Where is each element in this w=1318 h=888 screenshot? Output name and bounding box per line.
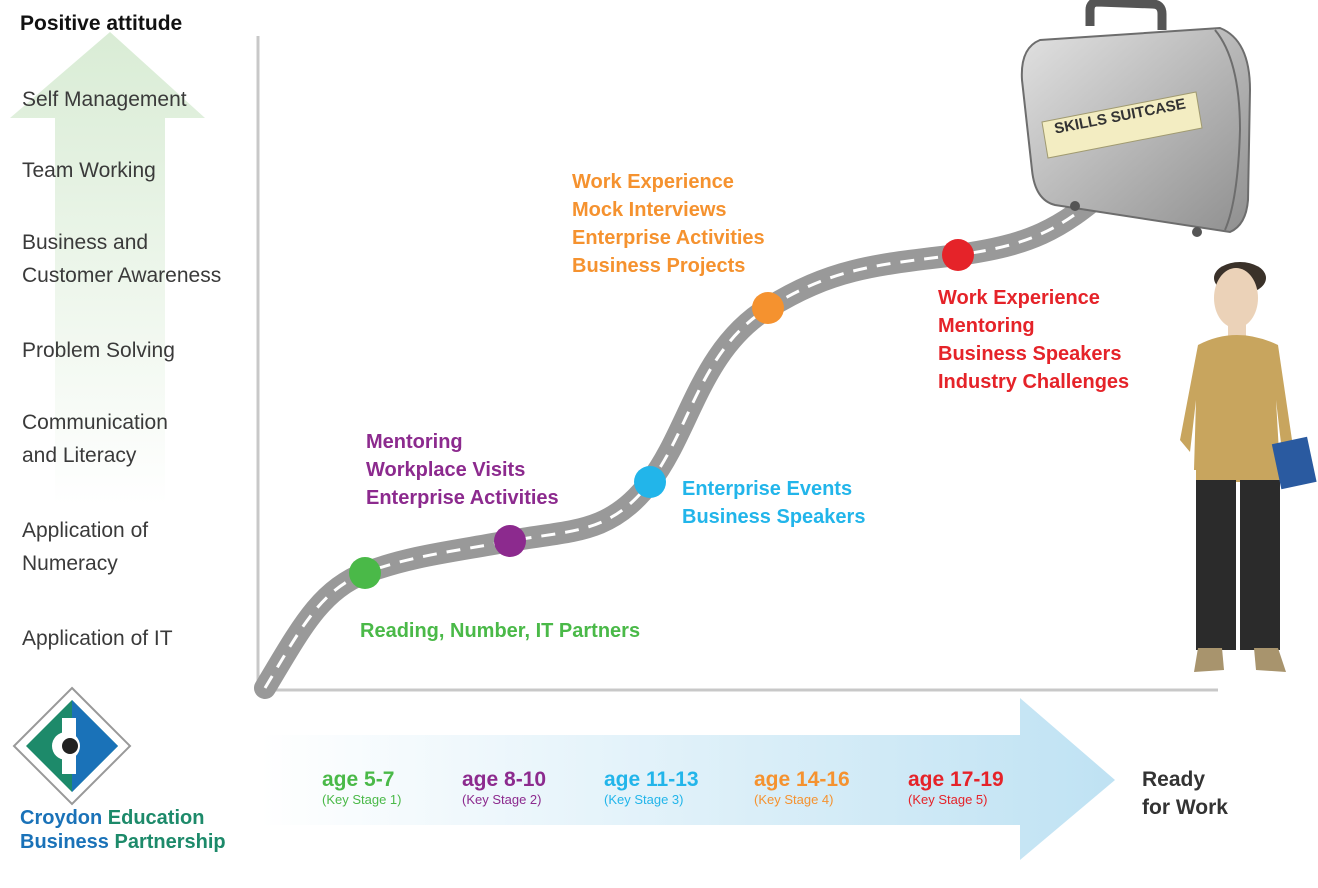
- stage-key: (Key Stage 5): [908, 792, 988, 807]
- activity-item: Business Speakers: [682, 506, 866, 528]
- skill-line: Problem Solving: [22, 339, 175, 362]
- progress-up-arrow: [10, 32, 205, 505]
- skill-item: Application of IT: [22, 622, 173, 655]
- panel-title: Positive attitude: [20, 12, 183, 35]
- brand-word-2: Education: [107, 807, 205, 829]
- progress-right-arrow: [260, 698, 1115, 860]
- activity-item: Business Projects: [572, 255, 746, 277]
- activity-item: Business Speakers: [938, 343, 1122, 365]
- destination-line-1: Ready: [1142, 768, 1206, 791]
- stage-key: (Key Stage 3): [604, 792, 684, 807]
- milestone-dot-5: [942, 239, 974, 271]
- destination-label: Ready for Work: [1142, 766, 1228, 822]
- milestone-activities-1: Reading, Number, IT Partners: [360, 617, 640, 645]
- brand-name: Croydon Education Business Partnership: [20, 806, 226, 854]
- stage-age: age 5-7: [322, 768, 395, 791]
- stage-4: age 14-16(Key Stage 4): [754, 768, 850, 808]
- suitcase-illustration: [1020, 0, 1252, 237]
- skill-line: Application of IT: [22, 627, 173, 650]
- milestone-dot-4: [752, 292, 784, 324]
- activity-item: Mentoring: [366, 431, 463, 453]
- skill-item: Team Working: [22, 154, 156, 187]
- activity-item: Workplace Visits: [366, 459, 526, 481]
- skill-item: Application of Numeracy: [22, 514, 148, 580]
- person-illustration: [1180, 262, 1317, 672]
- milestone-dot-1: [349, 557, 381, 589]
- milestone-dot-2: [494, 525, 526, 557]
- activity-item: Reading, Number, IT Partners: [360, 620, 641, 642]
- stage-5: age 17-19(Key Stage 5): [908, 768, 1004, 808]
- stage-age: age 17-19: [908, 768, 1004, 791]
- brand-word-3: Business: [20, 831, 109, 853]
- activity-item: Industry Challenges: [938, 371, 1130, 393]
- activity-item: Work Experience: [938, 287, 1100, 309]
- stage-3: age 11-13(Key Stage 3): [604, 768, 699, 808]
- skill-item: Self Management: [22, 83, 187, 116]
- skill-line: Self Management: [22, 88, 187, 111]
- skill-item: Communication and Literacy: [22, 406, 168, 472]
- brand-logo: [12, 686, 132, 806]
- brand-word-4: Partnership: [114, 831, 226, 853]
- skill-line: Team Working: [22, 159, 156, 182]
- skill-line: Application of: [22, 519, 149, 542]
- activity-item: Enterprise Activities: [572, 227, 765, 249]
- stage-1: age 5-7(Key Stage 1): [322, 768, 402, 808]
- activity-item: Enterprise Activities: [366, 487, 559, 509]
- destination-line-2: for Work: [1142, 796, 1228, 819]
- skill-line: Communication: [22, 411, 168, 434]
- activity-item: Work Experience: [572, 171, 734, 193]
- activity-item: Mentoring: [938, 315, 1035, 337]
- stage-age: age 11-13: [604, 768, 699, 791]
- activity-item: Mock Interviews: [572, 199, 727, 221]
- stage-key: (Key Stage 2): [462, 792, 542, 807]
- stage-age: age 8-10: [462, 768, 547, 791]
- skill-line: Business and: [22, 231, 149, 254]
- brand-word-1: Croydon: [20, 807, 103, 829]
- skill-line: and Literacy: [22, 444, 137, 467]
- skill-item: Problem Solving: [22, 334, 175, 367]
- skill-line: Numeracy: [22, 552, 118, 575]
- activity-item: Enterprise Events: [682, 478, 853, 500]
- stage-2: age 8-10(Key Stage 2): [462, 768, 546, 808]
- stage-key: (Key Stage 1): [322, 792, 402, 807]
- stage-age: age 14-16: [754, 768, 850, 791]
- stage-key: (Key Stage 4): [754, 792, 834, 807]
- skill-line: Customer Awareness: [22, 264, 222, 287]
- milestone-dot-3: [634, 466, 666, 498]
